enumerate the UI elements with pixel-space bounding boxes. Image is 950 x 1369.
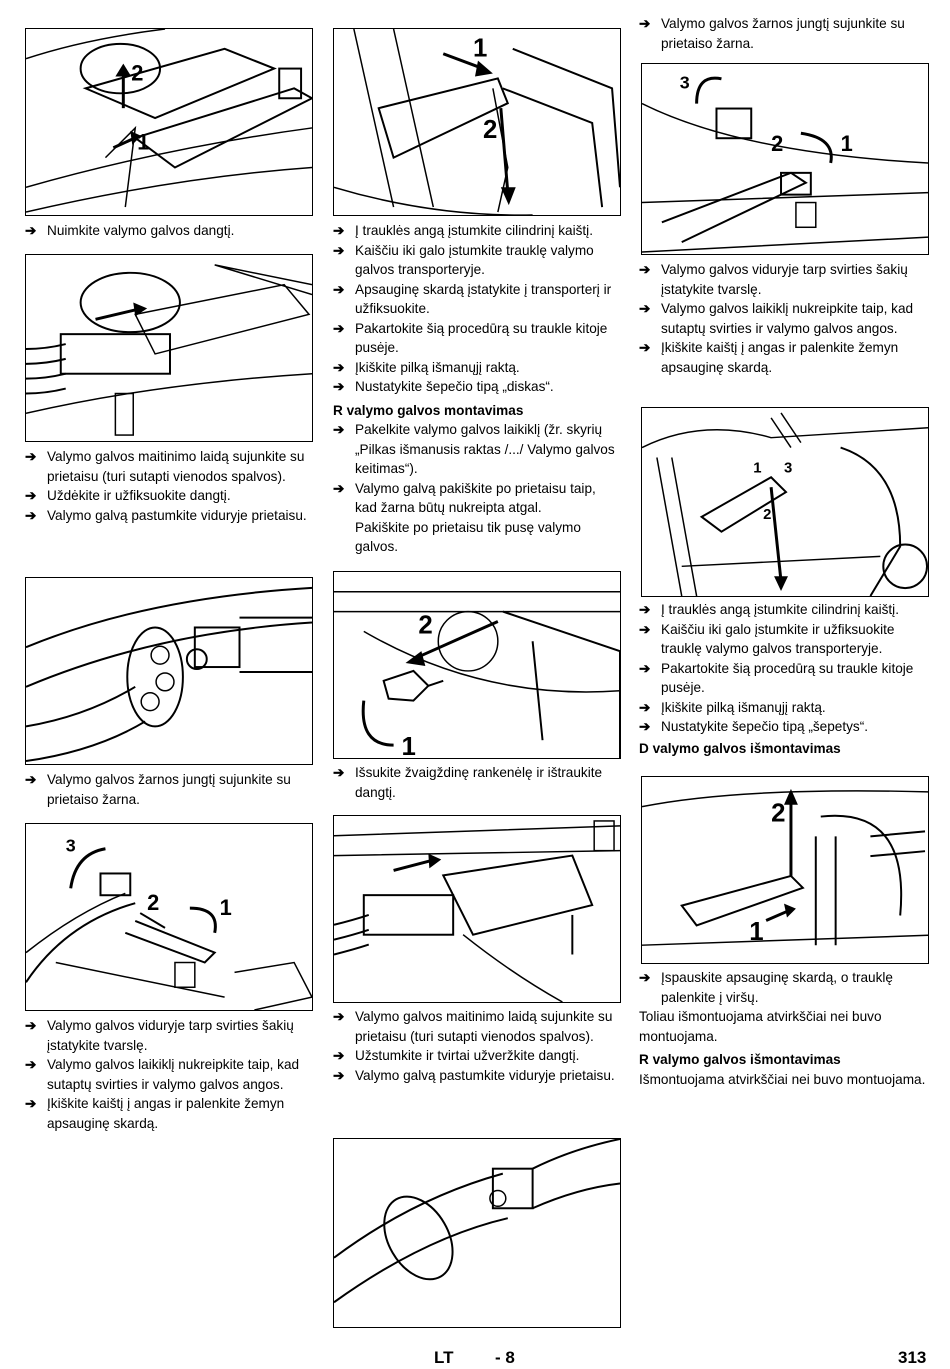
col3-block1: ➔Valymo galvos žarnos jungtį sujunkite s… bbox=[639, 14, 927, 53]
list-item: ➔Valymo galvos laikiklį nukreipkite taip… bbox=[639, 301, 914, 336]
callout-1: 1 bbox=[749, 918, 763, 946]
list-item: ➔Valymo galvos viduryje tarp svirties ša… bbox=[25, 1018, 294, 1053]
list-item: ➔Uždėkite ir užfiksuokite dangtį. bbox=[25, 488, 231, 503]
list-item: ➔Pakelkite valymo galvos laikiklį (žr. s… bbox=[333, 422, 615, 476]
list-item: ➔Užstumkite ir tvirtai užveržkite dangtį… bbox=[333, 1048, 580, 1063]
footer-page-sub: - 8 bbox=[495, 1348, 515, 1367]
list-item: ➔Kaiščiu iki galo įstumkite ir užfiksuok… bbox=[639, 621, 895, 657]
figure-hose-connect-r bbox=[333, 1138, 621, 1328]
figure-pin-insert-r: 1 3 2 bbox=[641, 407, 929, 597]
list-item: ➔Valymo galvos žarnos jungtį sujunkite s… bbox=[25, 772, 291, 807]
list-item: ➔Į trauklės angą įstumkite cilindrinį ka… bbox=[639, 602, 899, 617]
list-item: ➔Valymo galvą pastumkite viduryje prieta… bbox=[25, 507, 307, 523]
list-item: ➔Įkiškite kaištį į angas ir palenkite že… bbox=[639, 340, 899, 375]
callout-2: 2 bbox=[483, 116, 497, 144]
list-item: ➔Įspauskite apsauginę skardą, o trauklę … bbox=[639, 970, 893, 1005]
callout-2: 2 bbox=[131, 60, 143, 85]
footer-lang: LT bbox=[434, 1348, 454, 1367]
list-item: ➔Valymo galvos maitinimo laidą sujunkite… bbox=[333, 1009, 613, 1044]
paragraph: Išmontuojama atvirkščiai nei buvo montuo… bbox=[639, 1071, 926, 1087]
list-item: ➔Valymo galvos laikiklį nukreipkite taip… bbox=[25, 1057, 300, 1092]
paragraph: Toliau išmontuojama atvirkščiai nei buvo… bbox=[639, 1009, 882, 1044]
list-item: ➔Valymo galvą pastumkite viduryje prieta… bbox=[333, 1067, 615, 1083]
list-item: ➔Įkiškite pilką išmanųjį raktą. bbox=[639, 699, 826, 715]
col2-block1: ➔Į trauklės angą įstumkite cilindrinį ka… bbox=[333, 221, 621, 557]
list-item: ➔Valymo galvos žarnos jungtį sujunkite s… bbox=[639, 16, 905, 51]
col2-block4: ➔Valymo galvos maitinimo laidą sujunkite… bbox=[333, 1007, 621, 1085]
callout-3: 3 bbox=[66, 836, 76, 856]
figure-connect-cable-r bbox=[333, 815, 621, 1003]
note-text: Pakiškite po prietaisu tik pusę valymo g… bbox=[355, 519, 581, 555]
figure-hose-connect bbox=[25, 577, 313, 765]
callout-2: 2 bbox=[771, 131, 783, 156]
callout-1: 1 bbox=[402, 733, 416, 758]
callout-2: 2 bbox=[147, 890, 159, 915]
callout-1: 1 bbox=[473, 35, 487, 63]
list-item: ➔Pakartokite šią procedūrą su traukle ki… bbox=[333, 320, 608, 356]
col3-block4: ➔Įspauskite apsauginę skardą, o trauklę … bbox=[639, 968, 927, 1089]
list-item: ➔Įkiškite pilką išmanųjį raktą. bbox=[333, 359, 520, 375]
list-item: ➔Apsauginę skardą įstatykite į transport… bbox=[333, 281, 612, 317]
list-item: ➔Nuimkite valymo galvos dangtį. bbox=[25, 223, 235, 238]
callout-1: 1 bbox=[137, 130, 149, 155]
list-item: ➔Valymo galvos viduryje tarp svirties ša… bbox=[639, 262, 908, 297]
figure-insert-tie-r: 3 2 1 bbox=[641, 63, 929, 255]
figure-insert-tie: 3 2 1 bbox=[25, 823, 313, 1011]
col1-block2: ➔Valymo galvos maitinimo laidą sujunkite… bbox=[25, 447, 313, 525]
figure-remove-cover: 2 1 bbox=[25, 28, 313, 216]
list-item: ➔Pakartokite šią procedūrą su traukle ki… bbox=[639, 660, 914, 696]
list-item: ➔Išsukite žvaigždinę rankenėlę ir ištrau… bbox=[333, 765, 603, 800]
list-item: ➔Nustatykite šepečio tipą „diskas“. bbox=[333, 379, 554, 394]
callout-1: 1 bbox=[753, 460, 761, 476]
callout-3: 3 bbox=[784, 460, 792, 476]
section-heading: R valymo galvos montavimas bbox=[333, 402, 524, 418]
callout-1: 1 bbox=[841, 131, 853, 156]
col1-block4: ➔Valymo galvos viduryje tarp svirties ša… bbox=[25, 1016, 313, 1133]
col3-block2: ➔Valymo galvos viduryje tarp svirties ša… bbox=[639, 260, 927, 377]
section-heading: R valymo galvos išmontavimas bbox=[639, 1052, 841, 1067]
figure-unscrew-knob: 2 1 bbox=[333, 571, 621, 759]
list-item: ➔Įkiškite kaištį į angas ir palenkite že… bbox=[25, 1096, 285, 1131]
callout-3: 3 bbox=[680, 73, 690, 93]
figure-pin-insert: 1 2 bbox=[333, 28, 621, 216]
figure-connect-cable bbox=[25, 254, 313, 442]
list-item: ➔Valymo galvą pakiškite po prietaisu tai… bbox=[333, 480, 596, 516]
section-heading: D valymo galvos išmontavimas bbox=[639, 740, 841, 756]
col2-block3: ➔Išsukite žvaigždinę rankenėlę ir ištrau… bbox=[333, 763, 621, 802]
callout-2: 2 bbox=[763, 507, 771, 523]
list-item: ➔Nustatykite šepečio tipą „šepetys“. bbox=[639, 719, 869, 734]
col1-block1: ➔Nuimkite valymo galvos dangtį. bbox=[25, 221, 313, 241]
col1-block3: ➔Valymo galvos žarnos jungtį sujunkite s… bbox=[25, 770, 313, 809]
col3-block3: ➔Į trauklės angą įstumkite cilindrinį ka… bbox=[639, 600, 927, 758]
callout-1: 1 bbox=[220, 895, 232, 920]
callout-2: 2 bbox=[418, 611, 432, 639]
footer-page-number: 313 bbox=[898, 1348, 927, 1367]
list-item: ➔Valymo galvos maitinimo laidą sujunkite… bbox=[25, 449, 305, 484]
list-item: ➔Kaiščiu iki galo įstumkite trauklę valy… bbox=[333, 242, 594, 278]
list-item: ➔Į trauklės angą įstumkite cilindrinį ka… bbox=[333, 223, 593, 238]
callout-2: 2 bbox=[771, 800, 785, 828]
figure-remove-tie: 2 1 bbox=[641, 776, 929, 964]
